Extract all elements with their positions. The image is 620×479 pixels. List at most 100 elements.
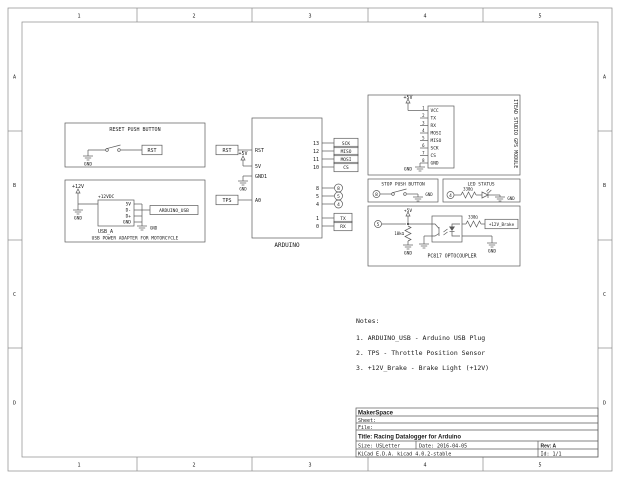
net-label-arduino-usb: ARDUINO_USB [159,208,189,214]
gnd-symbol [136,225,148,231]
pin-name: TX [431,116,437,122]
gnd-label: GND [404,167,412,173]
net-bubble: 4 [449,193,452,199]
gnd-label: GND [74,216,82,222]
pin-name: VCC [431,108,439,114]
gnd-label: GND [84,162,92,168]
notes-title: Notes: [356,317,379,325]
pin-name: SCK [431,146,439,152]
company-name: MakerSpace [358,411,394,417]
block-title: PC817 OPTOCOUPLER [427,254,476,260]
frame-row-label: A [13,75,16,81]
pin-number: 8 [316,186,319,192]
resistor-symbol [465,220,482,228]
pin-name: MISO [431,138,442,144]
led-status-block: LED STATUS 4 330Ω GND [442,178,521,203]
notes-section: Notes: 1. ARDUINO_USB - Arduino USB Plug… [356,317,489,372]
optocoupler-block: +5V 5 10kΩ GND 330Ω +12V_Brake [367,205,521,267]
block-title: STOP PUSH BUTTON [381,182,425,188]
net-bubble: 8 [375,192,378,198]
pin-name: RX [431,123,437,129]
block-title: RESET PUSH BUTTON [109,127,160,133]
pin-number: 11 [313,157,319,163]
note-line: 1. ARDUINO_USB - Arduino USB Plug [356,334,485,342]
frame-col-label: 4 [423,14,426,20]
frame-col-label: 4 [423,463,426,469]
pin-number: 10 [313,165,319,171]
pin-number: 1 [422,105,425,110]
pin-name: 5V [126,202,132,208]
resistor-value: 10kΩ [394,231,404,236]
pin-name: D+ [126,214,132,220]
frame-col-label: 3 [308,463,311,469]
net-label-rst: RST [147,148,156,154]
frame-row-label: C [13,292,16,298]
pin-number: 8 [422,158,425,163]
power-label-5v: +5V [238,151,247,157]
resistor-value: 330Ω [463,187,473,192]
net-label-brake: +12V_Brake [489,222,515,227]
pin-number: 7 [422,150,425,155]
resistor-symbol [460,191,477,199]
pin-number: 4 [316,202,319,208]
block-title: USB POWER ADAPTER FOR MOTORCYCLE [92,236,179,242]
frame-row-label: D [603,401,606,407]
gnd-symbol [418,243,430,249]
note-line: 2. TPS - Throttle Position Sensor [356,349,485,357]
sheet-frame: 1 2 3 4 5 1 2 3 4 5 A B C D A B C D [7,7,613,472]
push-button-symbol [391,188,407,196]
power-label-5v: +5V [404,208,412,214]
power-flag-icon [75,188,81,198]
gnd-label: GND [150,226,158,231]
pin-name: A0 [255,198,261,204]
title-block: MakerSpace Sheet: File: Title: Racing Da… [355,407,599,458]
pin-number: 12 [313,149,319,155]
optocoupler-symbol [431,215,463,243]
pin-number: 2 [422,113,425,118]
gnd-symbol [412,196,424,202]
pin-number: 13 [313,141,319,147]
pin-number: 6 [422,143,425,148]
pin-number: 5 [316,194,319,200]
stop-button-block: STOP PUSH BUTTON 8 GND [367,178,439,203]
rev-field: Rev: A [541,443,557,449]
gnd-label: GND [404,251,412,257]
led-symbol [481,188,492,199]
sheet-title: Title: Racing Datalogger for Arduino [358,435,461,441]
net-bubble: 5 [337,194,340,200]
gnd-symbol [414,166,426,172]
gnd-symbol [82,155,94,161]
pin-name: RST [255,148,264,154]
power-label-12v: +12V [72,184,84,190]
power-label-5v: +5V [403,95,412,101]
pin-name: D- [126,208,131,214]
frame-col-label: 5 [538,14,541,20]
net-bubble: 4 [337,202,340,208]
kicad-version: KiCad E.D.A. kicad 4.0.2-stable [358,451,451,457]
pin-number: 3 [422,120,425,125]
net-label-tps: TPS [222,198,231,204]
block-title: ITEAD STUDIO GPS MODULE [512,99,518,168]
frame-row-label: B [13,183,16,189]
power-flag-icon [240,155,246,165]
gnd-label: GND [507,196,515,201]
gnd-symbol [237,180,249,186]
regulator-label: +12VDC [98,194,115,200]
pin-number: 0 [316,224,319,230]
net-label: MOSI [341,157,352,163]
file-label: File: [358,425,373,431]
net-bubble: 8 [337,186,340,192]
gnd-symbol [402,244,414,250]
frame-col-label: 3 [308,14,311,20]
gnd-symbol [486,242,498,248]
net-label: RST [222,148,231,154]
frame-row-label: A [603,75,606,81]
frame-row-label: C [603,292,606,298]
frame-row-label: D [13,401,16,407]
pin-name: MOSI [431,131,442,137]
net-label: RX [340,224,346,230]
gnd-label: GND [488,249,496,255]
net-label: MISO [341,149,352,155]
date-field: Date: 2016-04-05 [419,443,467,449]
